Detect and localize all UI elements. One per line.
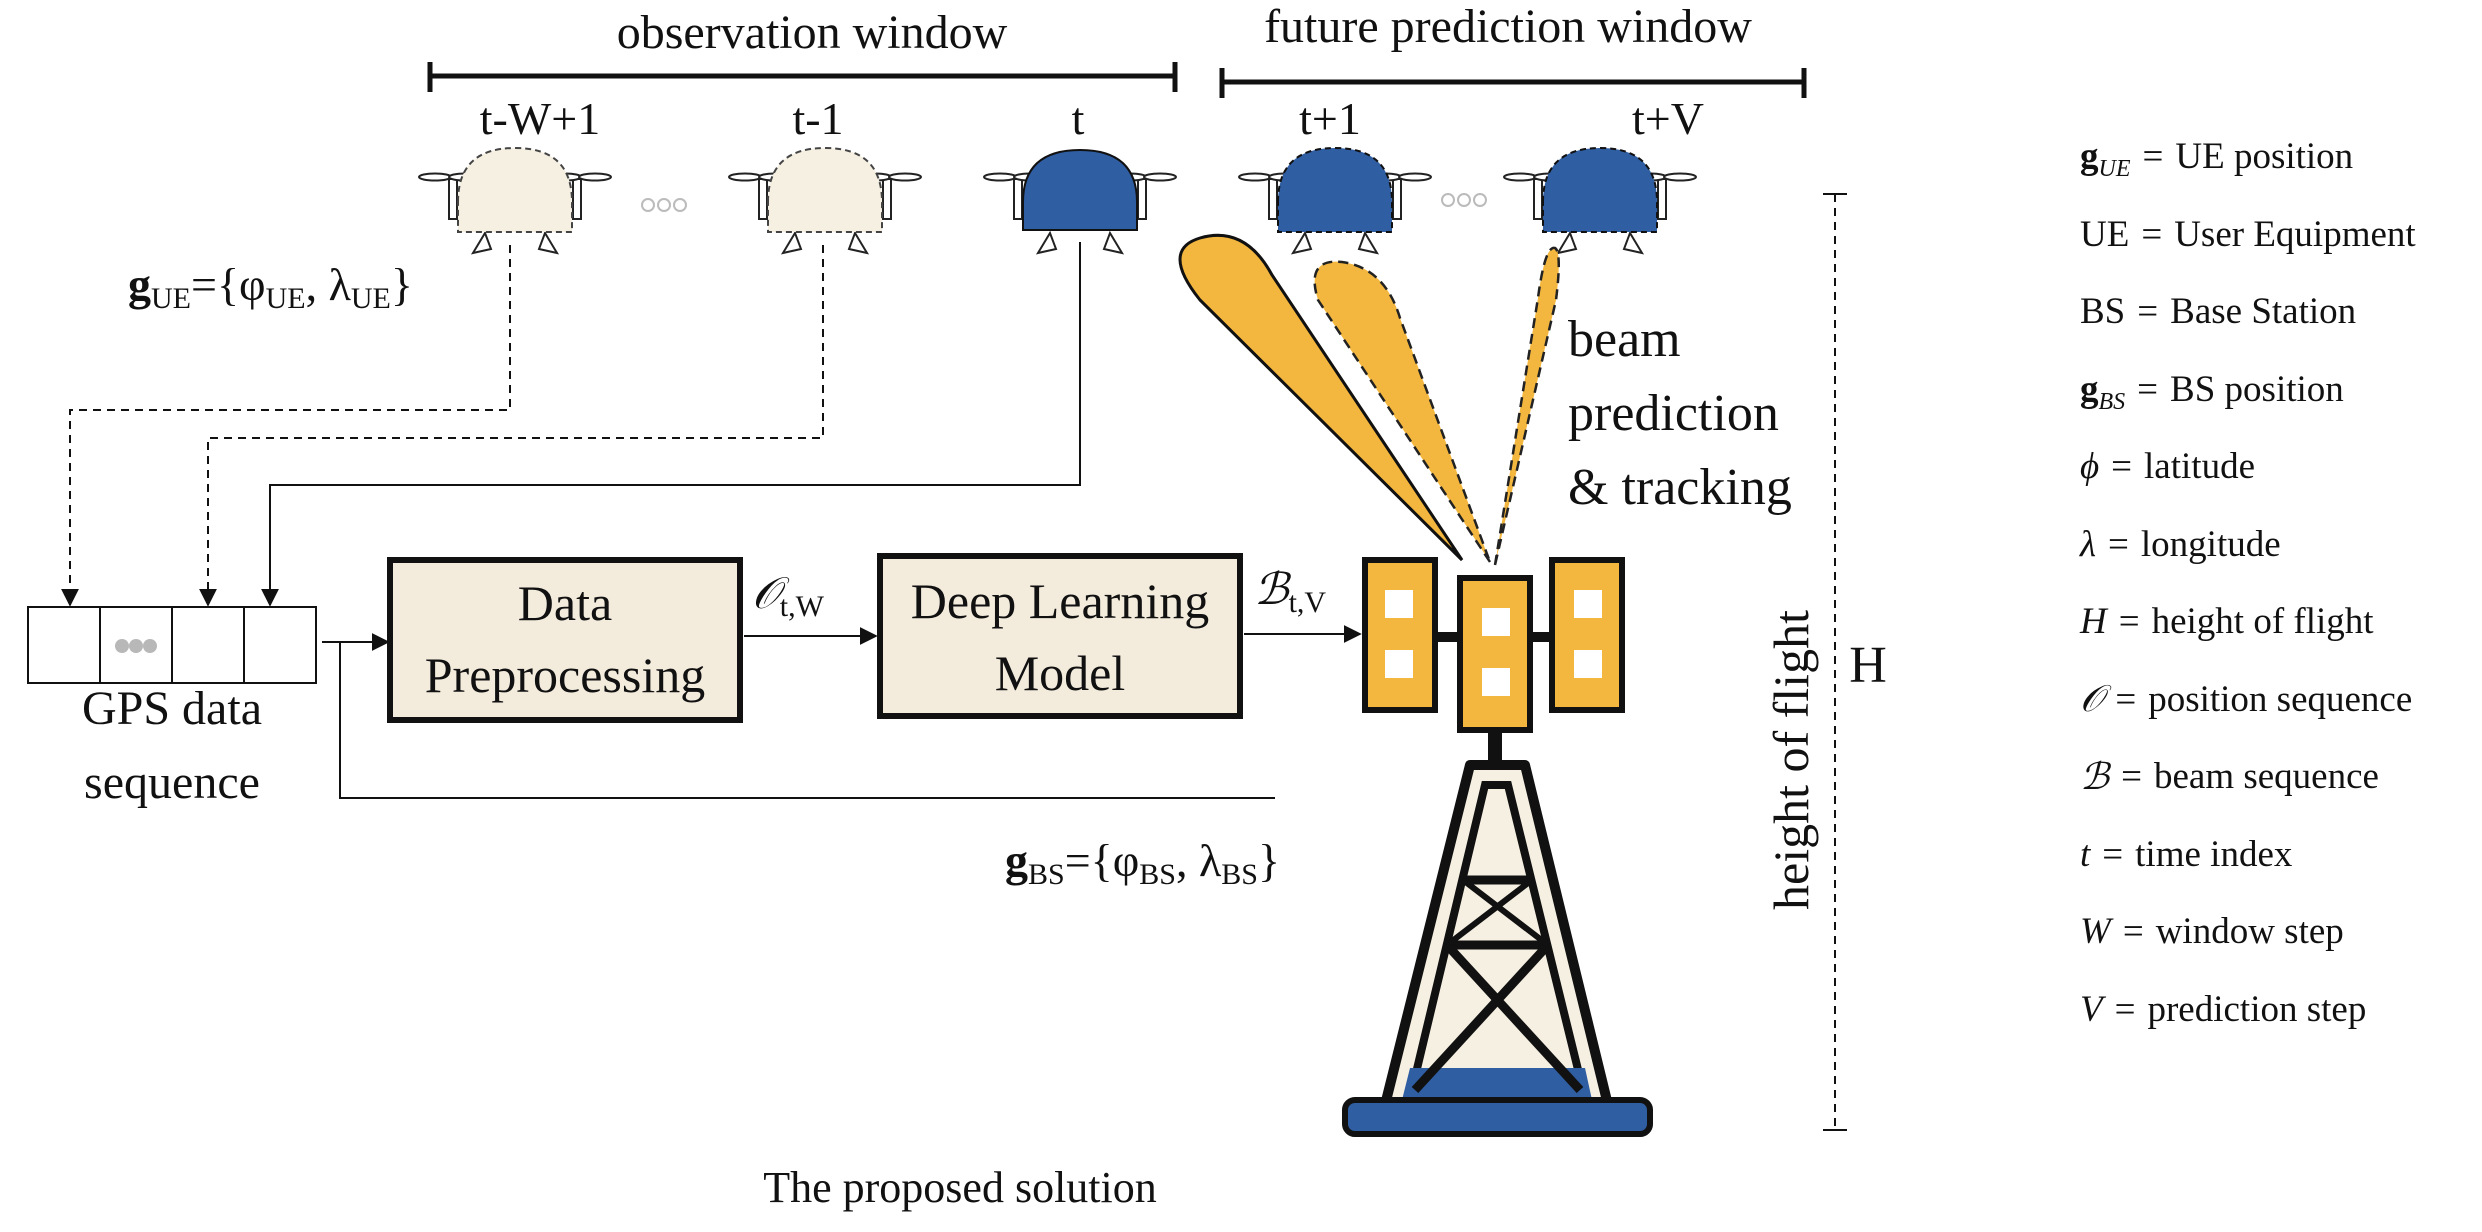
time-label-t-minus-1: t-1 <box>792 93 843 144</box>
diagram-caption: The proposed solution <box>763 1163 1157 1212</box>
height-indicator <box>1823 193 1847 1131</box>
gps-ellipsis-icon <box>115 639 157 653</box>
legend-symbol: ϕ <box>2080 446 2100 488</box>
observation-window-label: observation window <box>617 6 1008 59</box>
legend-description: prediction step <box>2147 988 2367 1030</box>
beam-current-icon <box>1178 233 1464 562</box>
legend-equals: = <box>2137 291 2159 333</box>
legend-description: Base Station <box>2170 291 2357 333</box>
legend-description: window step <box>2155 911 2344 953</box>
drone-t-plus-v-icon <box>1503 146 1697 254</box>
time-label-t-w-plus-1: t-W+1 <box>480 93 600 144</box>
beam-sequence-label: ℬt,V <box>1254 565 1326 619</box>
future-window-bracket <box>1219 68 1807 98</box>
legend-description: longitude <box>2140 523 2281 565</box>
gps-label-line2: sequence <box>84 756 260 809</box>
legend-row: W = window step <box>2080 893 2480 971</box>
gps-label-line1: GPS data <box>82 682 262 735</box>
legend-row: ϕ = latitude <box>2080 428 2480 506</box>
preprocessing-line2: Preprocessing <box>425 647 706 703</box>
preprocessing-line1: Data <box>518 575 612 631</box>
legend-equals: = <box>2108 523 2129 565</box>
legend-row: 𝒪 = position sequence <box>2080 661 2480 739</box>
legend-symbol: ℬ <box>2080 756 2110 798</box>
bs-position-label: gBS={φBS, λBS} <box>1005 835 1280 891</box>
legend-row: V = prediction step <box>2080 971 2480 1049</box>
legend-equals: = <box>2111 446 2133 488</box>
legend-description: position sequence <box>2148 678 2413 720</box>
legend-equals: = <box>2115 678 2137 720</box>
time-label-t-plus-1: t+1 <box>1299 93 1361 144</box>
legend-row: BS = Base Station <box>2080 273 2480 351</box>
legend-row: λ = longitude <box>2080 506 2480 584</box>
legend-equals: = <box>2122 911 2144 953</box>
legend-equals: = <box>2121 756 2142 798</box>
model-line2: Model <box>995 645 1126 701</box>
time-label-t-plus-v: t+V <box>1632 93 1704 144</box>
legend-equals: = <box>2141 213 2163 255</box>
legend-symbol: gUE <box>2080 136 2131 183</box>
deep-learning-model-block <box>877 553 1243 719</box>
legend-symbol: W <box>2080 911 2111 953</box>
ellipsis-dots-observation <box>641 198 687 212</box>
drone-t-minus-1-icon <box>728 146 922 254</box>
ue-position-label: gUE={φUE, λUE} <box>128 259 413 315</box>
data-preprocessing-block <box>387 557 743 723</box>
legend-row: gBS = BS position <box>2080 351 2480 429</box>
legend-symbol: H <box>2080 601 2107 643</box>
ellipsis-dots-future <box>1441 193 1487 207</box>
legend-row: H = height of flight <box>2080 583 2480 661</box>
legend-row: UE = User Equipment <box>2080 196 2480 274</box>
legend-row: t = time index <box>2080 816 2480 894</box>
drone-t-w-plus-1-icon <box>418 146 612 254</box>
future-window-label: future prediction window <box>1264 0 1752 53</box>
base-station-tower-icon <box>1342 557 1653 1137</box>
legend-description: height of flight <box>2151 601 2374 643</box>
legend-symbol: λ <box>2080 523 2097 565</box>
height-of-flight-label: height of flight <box>1763 610 1819 910</box>
legend-description: BS position <box>2170 368 2344 410</box>
legend-equals: = <box>2118 601 2140 643</box>
legend-description: beam sequence <box>2153 756 2379 798</box>
legend-symbol: UE <box>2080 213 2130 255</box>
legend-equals: = <box>2137 368 2159 410</box>
beam-label-line3: & tracking <box>1568 459 1792 516</box>
beam-label-line1: beam <box>1568 311 1681 368</box>
legend-equals: = <box>2142 136 2164 178</box>
drone-t-icon <box>983 148 1177 254</box>
legend-symbol: BS <box>2080 291 2126 333</box>
legend-description: UE position <box>2175 136 2354 178</box>
legend-description: time index <box>2135 833 2293 875</box>
beam-future-1-icon <box>1313 260 1492 563</box>
model-line1: Deep Learning <box>911 573 1209 629</box>
legend-equals: = <box>2114 988 2136 1030</box>
legend-description: User Equipment <box>2174 213 2416 255</box>
legend-symbol: t <box>2080 833 2091 875</box>
drone-t-plus-1-icon <box>1238 146 1432 254</box>
legend-row: ℬ = beam sequence <box>2080 738 2480 816</box>
legend-equals: = <box>2102 833 2124 875</box>
legend-symbol: gBS <box>2080 368 2126 415</box>
legend-symbol: 𝒪 <box>2080 678 2104 720</box>
legend-symbol: V <box>2080 988 2103 1030</box>
observation-sequence-label: 𝒪t,W <box>752 569 825 623</box>
beam-future-v-icon <box>1493 246 1560 566</box>
height-symbol: H <box>1849 637 1887 694</box>
legend-description: latitude <box>2144 446 2255 488</box>
observation-window-bracket <box>427 62 1178 92</box>
beam-label-line2: prediction <box>1568 385 1779 442</box>
gps-data-sequence <box>27 606 317 684</box>
time-label-t: t <box>1072 93 1085 144</box>
connector-drone-to-gps <box>61 242 1081 607</box>
legend-row: gUE = UE position <box>2080 118 2480 196</box>
connector-gps-to-bs <box>339 642 1275 799</box>
